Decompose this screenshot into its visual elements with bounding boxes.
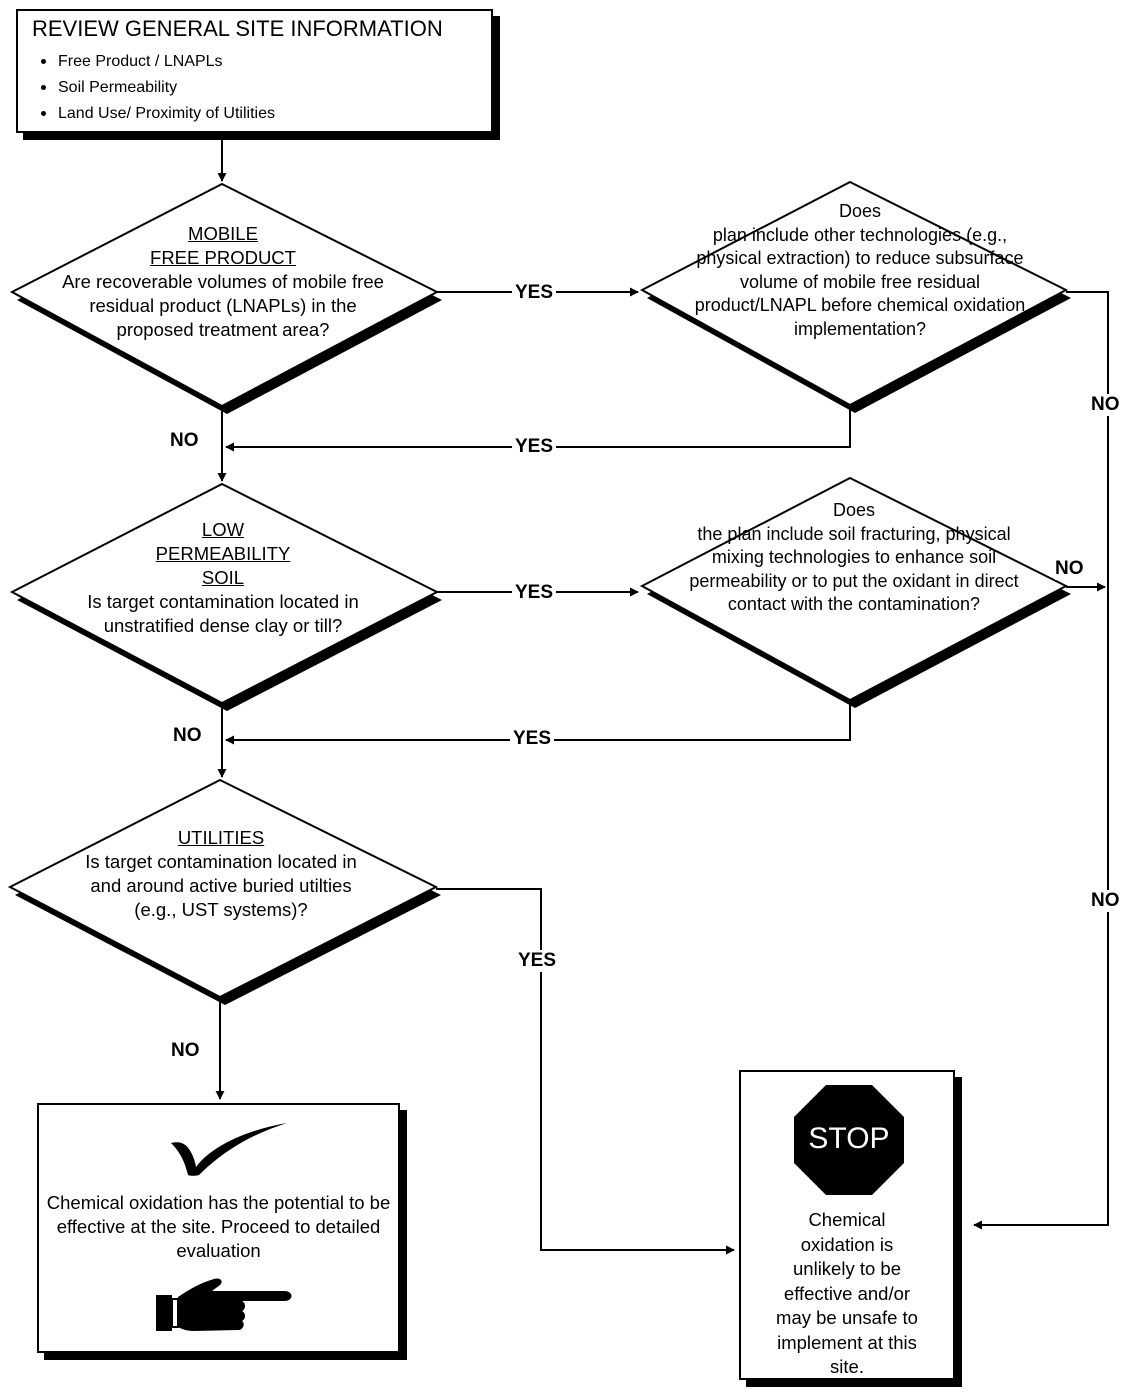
site-info-item: Land Use/ Proximity of Utilities	[58, 100, 491, 126]
utilities-decision: UTILITIES Is target contamination locate…	[76, 826, 366, 922]
decision-question: Are recoverable volumes of mobile free r…	[62, 271, 384, 340]
decision-heading: LOW	[201, 519, 245, 540]
no-label: NO	[1055, 558, 1084, 580]
decision-heading: SOIL	[201, 567, 245, 588]
yes-label: YES	[512, 582, 557, 604]
no-label: NO	[1088, 394, 1123, 416]
decision-heading: FREE PRODUCT	[150, 247, 296, 268]
pointing-hand-icon	[156, 1278, 292, 1331]
decision-question: Is target contamination located in unstr…	[87, 591, 359, 636]
stop-sign-icon: STOP	[793, 1084, 905, 1196]
decision-heading: UTILITIES	[177, 827, 265, 848]
site-info-item: Soil Permeability	[58, 74, 491, 100]
yes-label: YES	[512, 282, 557, 304]
proceed-outcome-text: Chemical oxidation has the potential to …	[46, 1192, 391, 1261]
stop-outcome-box: STOP Chemical oxidation is unlikely to b…	[739, 1070, 955, 1380]
decision-heading: MOBILE	[188, 223, 258, 244]
proceed-outcome-box: Chemical oxidation has the potential to …	[37, 1103, 400, 1353]
yes-label: YES	[515, 950, 560, 972]
site-information-box: REVIEW GENERAL SITE INFORMATION Free Pro…	[16, 9, 493, 133]
decision-question: the plan include soil fracturing, physic…	[689, 523, 1019, 615]
yes-label: YES	[512, 436, 557, 458]
decision-question-start: Does	[832, 500, 876, 520]
start-title: REVIEW GENERAL SITE INFORMATION	[32, 16, 443, 41]
stop-sign-text: STOP	[808, 1122, 890, 1155]
no-label: NO	[170, 430, 199, 452]
site-info-item: Free Product / LNAPLs	[58, 48, 491, 74]
decision-question: plan include other technologies (e.g., p…	[694, 224, 1026, 339]
site-info-list: Free Product / LNAPLs Soil Permeability …	[32, 48, 491, 126]
other-technologies-decision: Does plan include other technologies (e.…	[680, 200, 1040, 341]
decision-question: Is target contamination located in and a…	[85, 851, 357, 920]
no-label: NO	[173, 725, 202, 747]
decision-question-start: Does	[838, 201, 882, 221]
no-label: NO	[1088, 890, 1123, 912]
soil-fracturing-decision: Does the plan include soil fracturing, p…	[668, 499, 1040, 617]
checkmark-icon	[171, 1123, 287, 1176]
diamond-shapes	[7, 180, 1071, 1005]
stop-outcome-text: Chemical oxidation is unlikely to be eff…	[776, 1209, 918, 1377]
yes-label: YES	[510, 728, 555, 750]
decision-heading: PERMEABILITY	[155, 543, 291, 564]
mobile-free-product-decision: MOBILE FREE PRODUCT Are recoverable volu…	[62, 222, 384, 342]
low-permeability-soil-decision: LOW PERMEABILITY SOIL Is target contamin…	[72, 518, 374, 638]
no-label: NO	[171, 1040, 200, 1062]
